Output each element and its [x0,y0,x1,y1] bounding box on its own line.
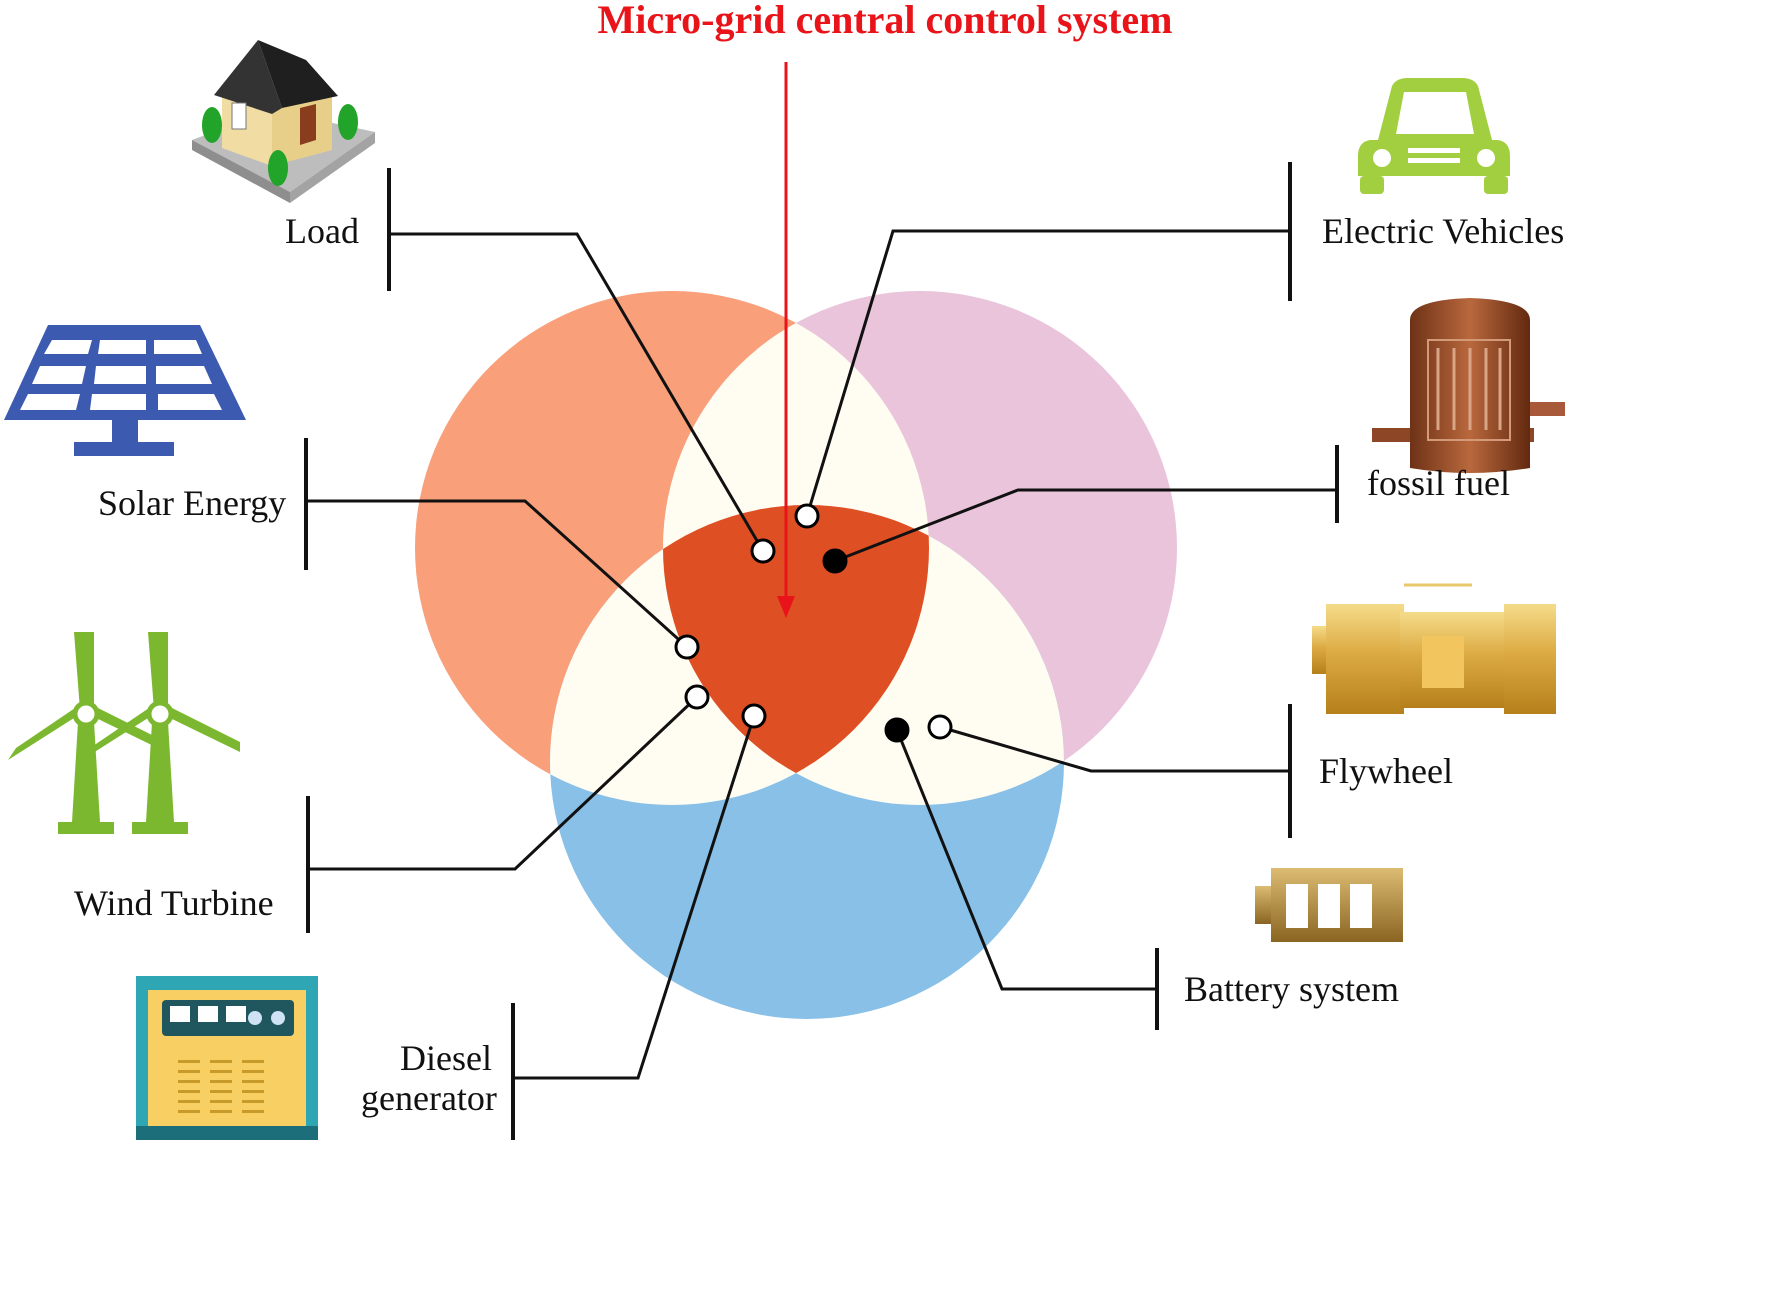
node-diesel [741,703,767,729]
label-generator: generator [361,1078,497,1118]
node-battery [884,717,910,743]
label-battery-system: Battery system [1184,969,1399,1009]
node-load [750,538,776,564]
connector-solar [306,499,689,649]
node-fossil [822,548,848,574]
label-diesel: Diesel [400,1038,492,1078]
connector-load [389,232,765,552]
venn-diagram [415,291,1177,1019]
label-flywheel: Flywheel [1319,751,1453,791]
house-icon [192,40,375,203]
connector-fossil [834,488,1337,563]
diagram-title: Micro-grid central control system [597,0,1173,42]
label-load: Load [285,211,359,251]
solar-panel-icon [4,325,246,456]
connector-ev [805,229,1290,517]
fossil-fuel-tank-icon [1372,298,1565,473]
node-solar [674,634,700,660]
wind-turbine-icon [8,632,240,834]
connector-flywheel [939,725,1290,773]
connector-diesel [513,715,756,1080]
battery-icon [1255,868,1403,942]
connector-lines [306,229,1337,1080]
node-wind [684,684,710,710]
connector-wind [308,695,699,871]
label-wind-turbine: Wind Turbine [74,883,274,923]
label-electric-vehicles: Electric Vehicles [1322,211,1565,251]
diesel-generator-icon [136,976,318,1140]
center-control-region [663,505,929,805]
node-flywheel [927,714,953,740]
label-fossil-fuel: fossil fuel [1367,463,1510,503]
node-ev [794,503,820,529]
label-solar-energy: Solar Energy [98,483,287,523]
flywheel-icon [1312,583,1556,714]
control-arrow-head [777,596,795,618]
connector-battery [895,729,1157,991]
